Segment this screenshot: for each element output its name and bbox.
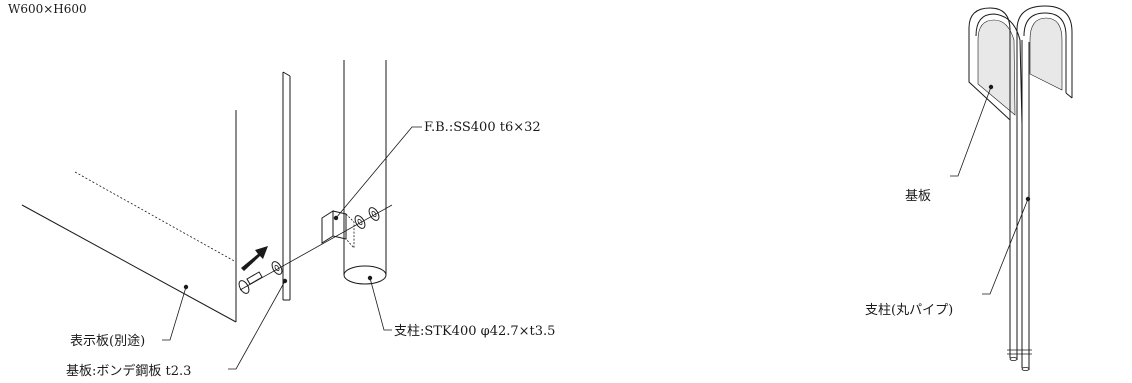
leader-fb bbox=[333, 126, 422, 221]
leader-display-board bbox=[162, 284, 189, 341]
label-right-base: 基板 bbox=[905, 189, 931, 204]
leader-right-post bbox=[982, 196, 1031, 295]
display-board bbox=[21, 110, 237, 323]
flat-bar bbox=[321, 210, 355, 250]
size-label: W600×H600 bbox=[8, 2, 87, 16]
label-right-post: 支柱(丸パイプ) bbox=[865, 303, 953, 318]
leader-right-base bbox=[950, 84, 994, 177]
label-fb: F.B.:SS400 t6×32 bbox=[424, 120, 541, 135]
label-base-plate: 基板:ボンデ鋼板 t2.3 bbox=[66, 363, 191, 379]
bolt-assembly bbox=[238, 204, 393, 294]
right-sign-panel-right bbox=[1016, 5, 1073, 99]
label-post: 支柱:STK400 φ42.7×t3.5 bbox=[394, 324, 555, 339]
leader-post bbox=[367, 275, 392, 331]
base-plate bbox=[282, 71, 291, 301]
assembly-arrow bbox=[241, 246, 268, 271]
leader-base-plate bbox=[228, 278, 288, 370]
right-sign-panel-left bbox=[968, 7, 1023, 126]
label-display-board: 表示板(別途) bbox=[70, 333, 145, 349]
right-posts bbox=[1007, 30, 1032, 371]
post-pipe bbox=[343, 60, 387, 285]
